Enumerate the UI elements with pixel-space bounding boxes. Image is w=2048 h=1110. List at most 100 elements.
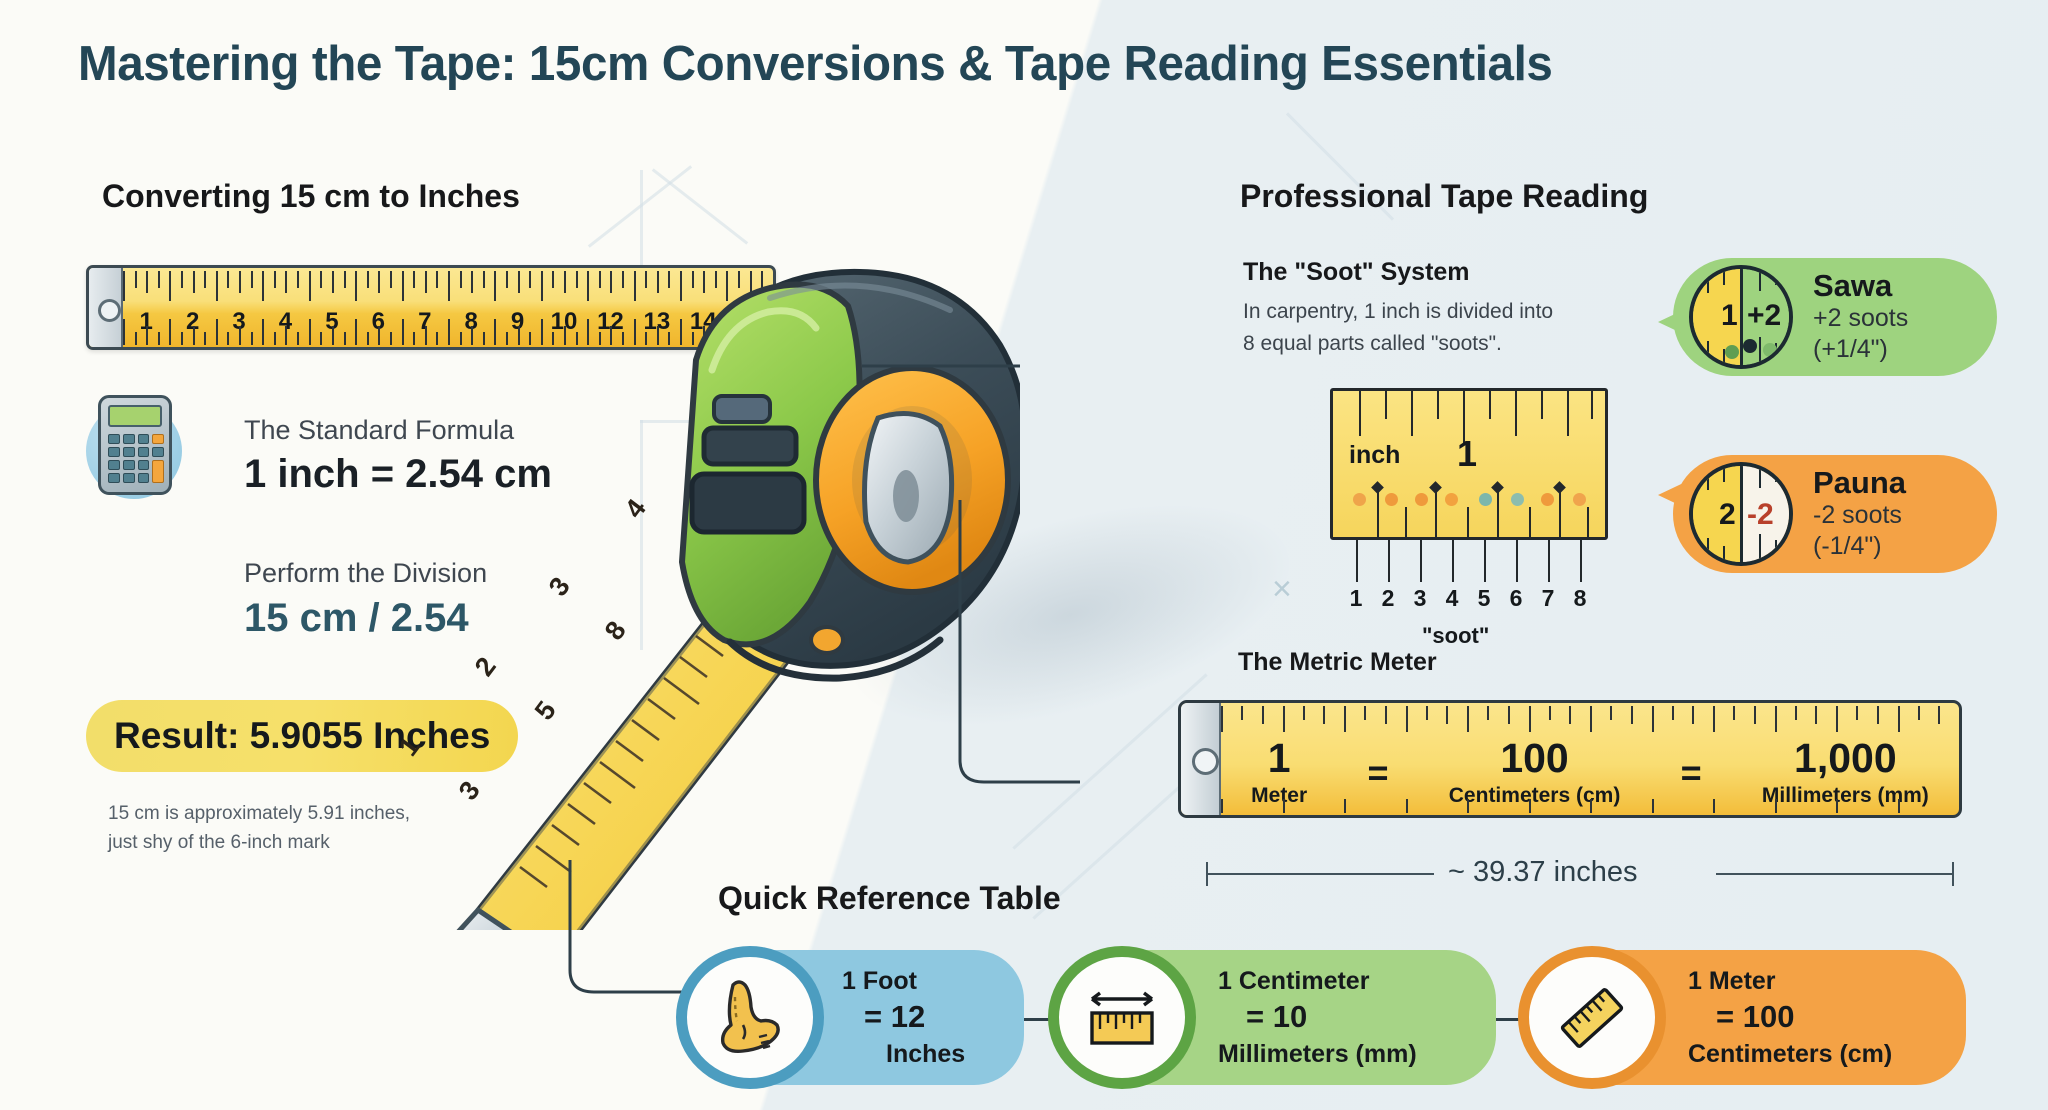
pauna-title: Pauna [1813, 464, 1907, 500]
foot-card-line-1: 1 Foot [842, 966, 917, 995]
meter-card-line-3: Centimeters (cm) [1688, 1039, 1893, 1068]
calculator-screen [108, 405, 162, 427]
ruler-end-hook [89, 268, 123, 347]
foot-card-line-2: = 12 [864, 999, 926, 1035]
left-panel-heading: Converting 15 cm to Inches [102, 178, 520, 214]
metric-equals-sign: = [1367, 752, 1389, 793]
sawa-title: Sawa [1813, 267, 1893, 303]
result-note: 15 cm is approximately 5.91 inches, just… [108, 800, 410, 857]
metric-unit: Centimeters (cm) [1448, 784, 1621, 807]
meter-top-ticks [1221, 706, 1959, 736]
division-label: Perform the Division [244, 558, 488, 588]
result-banner: Result: 5.9055 Inches [86, 700, 519, 772]
dial-tick [1707, 341, 1709, 365]
dial-tick [1759, 269, 1761, 291]
right-panel-heading: Professional Tape Reading [1240, 178, 1649, 214]
division-value: 15 cm / 2.54 [244, 596, 469, 640]
dial-light-half [1741, 466, 1789, 562]
svg-text:2: 2 [469, 652, 502, 682]
ruler-number: 6 [371, 308, 385, 335]
ruler-number: 4 [278, 308, 293, 335]
metric-cell: 1,000 Millimeters (mm) [1762, 738, 1929, 808]
ruler-number: 1 [139, 308, 153, 335]
soot-scale-number: 1 [1349, 585, 1363, 611]
pauna-text-block: Pauna -2 soots (-1/4") [1813, 464, 1907, 563]
callout-tail-icon [1658, 304, 1696, 340]
soot-scale-number: 3 [1413, 585, 1427, 611]
dial-tick [1775, 269, 1777, 285]
dimension-label: ~ 39.37 inches [1448, 856, 1638, 888]
ruler-diagonal-icon-badge [1518, 946, 1666, 1089]
decorative-x-mark: × [1272, 570, 1292, 608]
callout-sawa: 1 +2 Sawa +2 soots (+1/4") [1658, 258, 1997, 376]
sawa-dial-main: 1 [1721, 299, 1738, 332]
soot-scale-numbers: 1 2 3 4 5 6 7 8 [1343, 585, 1593, 612]
sawa-dial-icon: 1 +2 [1689, 265, 1793, 369]
callout-tail-icon [1658, 477, 1696, 513]
ruler-number: 8 [464, 308, 478, 335]
callout-pauna: 2 -2 Pauna -2 soots (-1/4") [1658, 455, 1997, 573]
soot-description: In carpentry, 1 inch is divided into 8 e… [1243, 296, 1553, 359]
dial-tick [1775, 343, 1777, 365]
dial-tick [1775, 540, 1777, 562]
foot-icon [720, 979, 780, 1053]
dial-dot [1763, 343, 1777, 357]
blueprint-line [640, 420, 643, 650]
metric-meter-bar: 1 Meter = 100 Centimeters (cm) = 1,000 M… [1178, 700, 1962, 818]
metric-value: 1,000 [1794, 735, 1897, 781]
metric-meter-values: 1 Meter = 100 Centimeters (cm) = 1,000 M… [1221, 737, 1959, 809]
dial-tick [1707, 466, 1709, 490]
ruler-diagonal-icon [1560, 987, 1624, 1048]
soot-scale-number: 6 [1509, 585, 1523, 611]
tape-measure-illustration: 5 13 4 12 3 8 2 5 1 3 [393, 268, 1020, 930]
meter-card-text: 1 Meter = 100 Centimeters (cm) [1688, 965, 1892, 1070]
standard-formula-label: The Standard Formula [244, 415, 515, 445]
sawa-text-block: Sawa +2 soots (+1/4") [1813, 267, 1908, 366]
metric-meter-heading: The Metric Meter [1238, 648, 1437, 676]
soot-leg-lines [1330, 540, 1608, 586]
ruler-icon-badge [1048, 946, 1196, 1089]
quick-reference-card-centimeter: 1 Centimeter = 10 Millimeters (mm) [1048, 946, 1496, 1089]
dial-center-line [1739, 269, 1743, 365]
pauna-dial-main: 2 [1719, 498, 1736, 531]
meter-card-line-2: = 100 [1716, 999, 1795, 1035]
sawa-dial-delta: +2 [1747, 299, 1782, 332]
soot-scale-caption: "soot" [1422, 623, 1490, 648]
dimension-line-left [1206, 873, 1434, 875]
svg-text:3: 3 [453, 776, 486, 806]
meter-card-line-1: 1 Meter [1688, 966, 1776, 995]
page-title: Mastering the Tape: 15cm Conversions & T… [78, 37, 1553, 91]
dial-tick [1707, 269, 1709, 293]
cm-ruler-graphic: 1 2 3 4 5 6 7 8 9 10 12 13 14 15 [86, 265, 776, 350]
pauna-dial-icon: 2 -2 [1689, 462, 1793, 566]
dial-dot [1725, 345, 1739, 359]
dial-dot [1743, 339, 1757, 353]
ruler-top-ticks [123, 271, 773, 307]
result-note-line-1: 15 cm is approximately 5.91 inches, [108, 803, 411, 824]
sawa-line-2: (+1/4") [1813, 335, 1888, 364]
centimeter-card-line-2: = 10 [1246, 999, 1308, 1035]
ruler-number: 3 [232, 308, 246, 335]
dial-tick [1723, 546, 1725, 562]
pauna-dial-delta: -2 [1747, 498, 1774, 531]
soot-description-line-1: In carpentry, 1 inch is divided into [1243, 300, 1554, 323]
dial-yellow-half [1693, 466, 1741, 562]
dial-tick [1723, 466, 1725, 482]
metric-unit: Millimeters (mm) [1761, 784, 1929, 807]
dial-tick [1759, 534, 1761, 562]
pauna-line-2: (-1/4") [1813, 532, 1882, 561]
dimension-line-right [1716, 873, 1954, 875]
calculator-keypad [108, 434, 164, 483]
quick-reference-card-meter: 1 Meter = 100 Centimeters (cm) [1518, 946, 1966, 1089]
centimeter-card-line-1: 1 Centimeter [1218, 966, 1370, 995]
metric-cell: 1 Meter [1251, 738, 1307, 808]
ruler-number: 9 [510, 308, 525, 335]
svg-text:8: 8 [599, 616, 632, 646]
card-connector [1016, 1018, 1068, 1021]
card-connector [1486, 1018, 1538, 1021]
soot-scale-number: 2 [1381, 585, 1395, 611]
metric-value: 1 [1267, 735, 1291, 781]
soot-ruler-inch-value: 1 [1457, 433, 1478, 474]
soot-system-heading: The "Soot" System [1243, 258, 1470, 286]
